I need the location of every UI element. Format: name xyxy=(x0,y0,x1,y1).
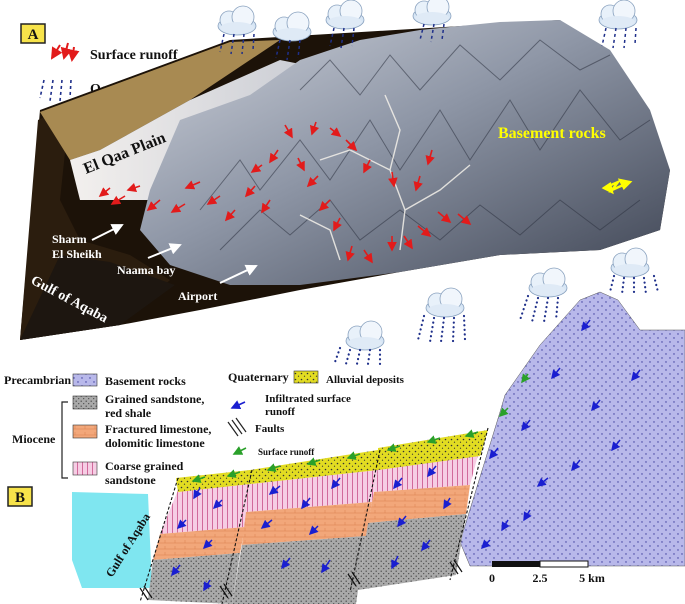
label-naama-bay: Naama bay xyxy=(117,263,175,277)
legend-basement-label: Basement rocks xyxy=(105,374,186,388)
legend-grained-label-2: red shale xyxy=(105,406,152,420)
legend-surface-runoff-label: Surface runoff xyxy=(90,48,178,63)
legend-miocene: Miocene xyxy=(12,432,56,446)
legend-coarse-label-2: sandstone xyxy=(105,473,156,487)
legend-infiltrated-label-2: runoff xyxy=(265,406,295,418)
legend-alluvial-swatch xyxy=(294,371,318,383)
legend-limestone-label-1: Fractured limestone, xyxy=(105,422,211,436)
scale-tick-0: 0 xyxy=(489,571,495,585)
panel-a-badge: A xyxy=(21,24,45,43)
legend-surface-runoff-b-icon xyxy=(234,448,246,454)
legend-surface-runoff-icon xyxy=(52,43,74,60)
legend-grained-label-1: Grained sandstone, xyxy=(105,392,204,406)
label-sharm-line2: El Sheikh xyxy=(52,247,102,261)
basement-rocks-unit xyxy=(460,292,685,566)
legend-limestone-swatch xyxy=(73,425,97,438)
legend-faults-label: Faults xyxy=(255,423,285,435)
legend-coarse-label-1: Coarse grained xyxy=(105,459,184,473)
legend-coarse-swatch xyxy=(73,462,97,475)
legend-fault-icon xyxy=(228,418,246,436)
legend-grained-swatch xyxy=(73,396,97,409)
panel-a: A Surface runoff Occasional rainfall xyxy=(20,0,670,340)
svg-text:A: A xyxy=(28,27,39,43)
legend-infiltrated-label-1: Infiltrated surface xyxy=(265,393,351,405)
label-sharm-line1: Sharm xyxy=(52,232,87,246)
legend-alluvial-label: Alluvial deposits xyxy=(326,374,405,386)
label-airport: Airport xyxy=(178,289,217,303)
legend-basement-swatch xyxy=(73,374,97,386)
legend-rainfall-icon xyxy=(40,80,71,101)
scale-tick-1: 2.5 xyxy=(533,571,548,585)
panel-b-badge: B xyxy=(8,487,32,506)
terrain-block xyxy=(20,20,670,340)
label-basement-rocks: Basement rocks xyxy=(498,125,606,142)
legend-precambrian: Precambrian xyxy=(4,373,71,387)
scale-tick-2: 5 km xyxy=(579,571,605,585)
scale-bar: 0 2.5 5 km xyxy=(489,561,605,585)
legend-surface-runoff-b-label: Surface runoff xyxy=(258,447,315,457)
svg-text:B: B xyxy=(15,490,25,506)
legend-limestone-label-2: dolomitic limestone xyxy=(105,436,205,450)
legend-quaternary: Quaternary xyxy=(228,370,289,384)
legend-infiltration-icon xyxy=(232,402,245,408)
